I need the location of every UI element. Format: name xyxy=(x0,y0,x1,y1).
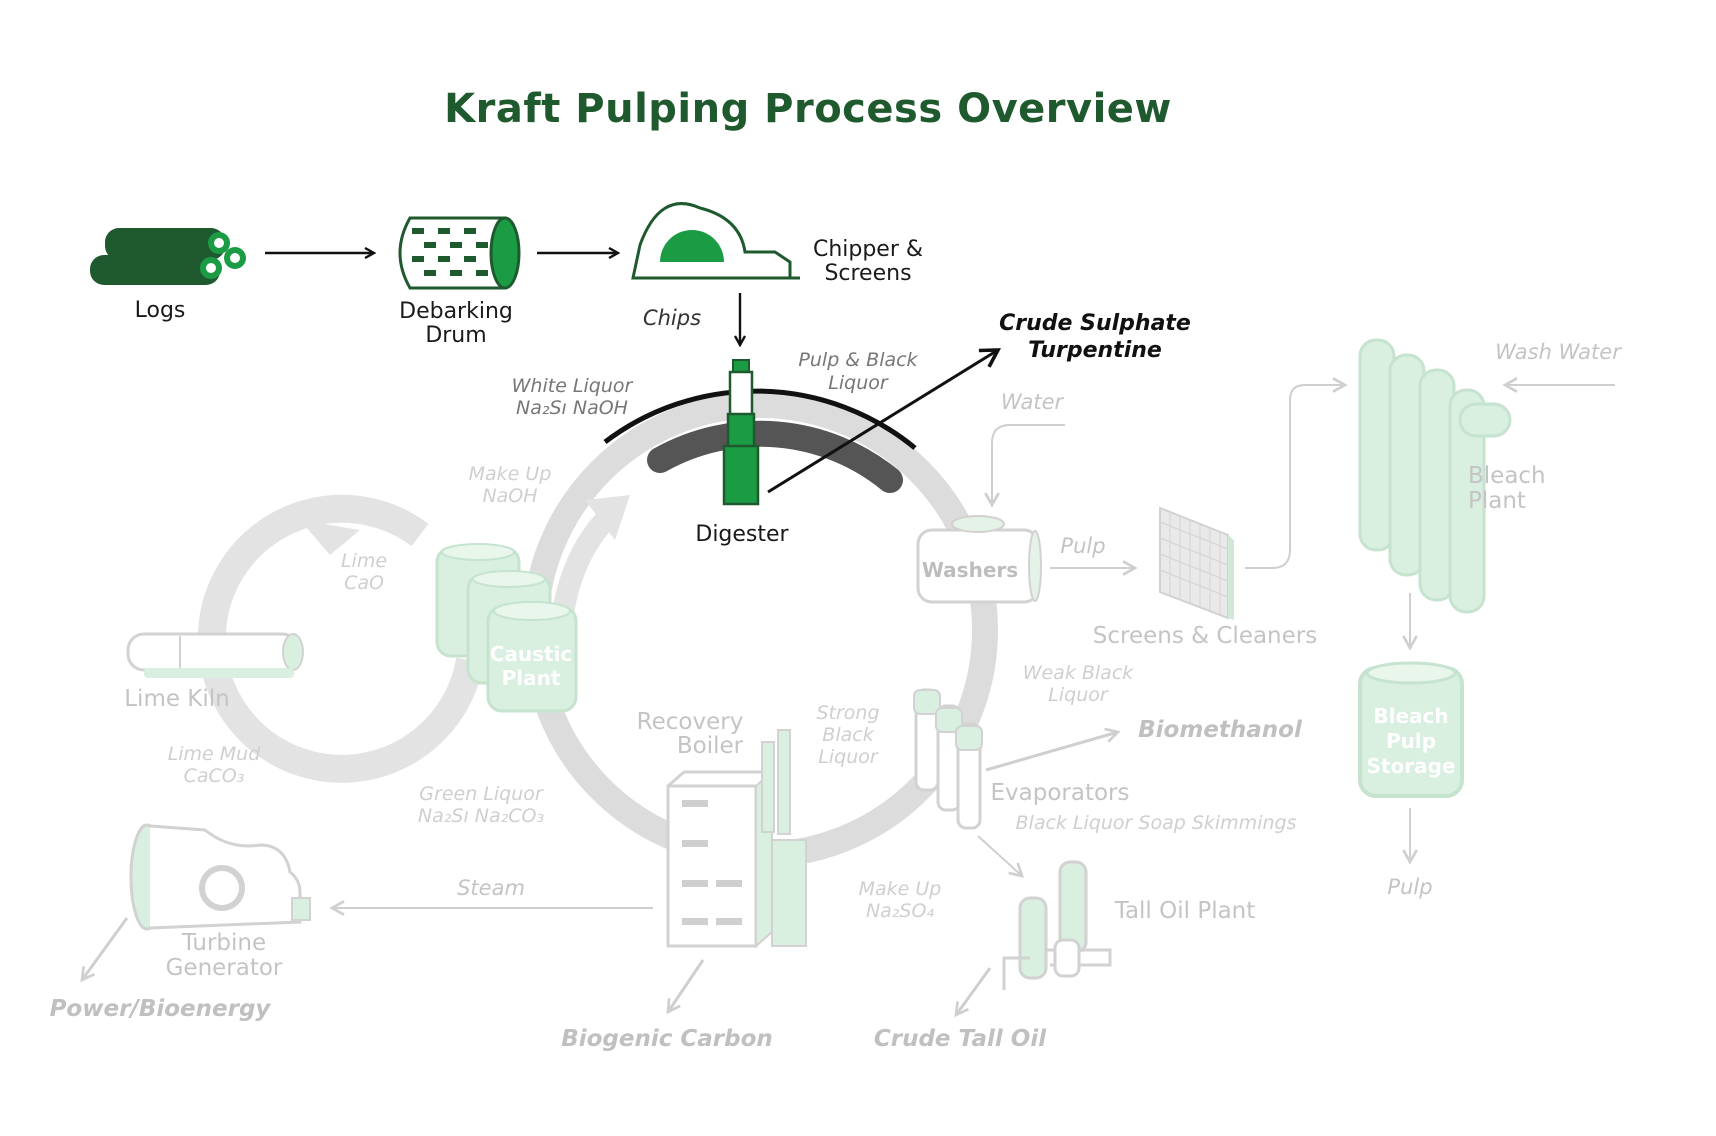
pulp-black-liquor-label-2: Liquor xyxy=(828,372,889,394)
storage-label-3: Storage xyxy=(1367,754,1456,778)
debarking-drum-icon xyxy=(398,216,521,290)
biogenic-carbon-label: Biogenic Carbon xyxy=(561,1026,773,1052)
power-arrow xyxy=(82,917,129,980)
storage-tank-icon xyxy=(1358,661,1464,798)
tall-oil-plant-label: Tall Oil Plant xyxy=(1114,898,1256,924)
make-up-naoh-label-2: NaOH xyxy=(482,485,537,507)
turbine-label-2: Generator xyxy=(166,955,283,981)
white-liquor-label-1: White Liquor xyxy=(512,375,634,397)
lime-cao-label-2: CaO xyxy=(344,572,384,594)
tall-oil-plant-icon xyxy=(1002,860,1112,990)
screen-icon xyxy=(1159,506,1234,620)
digester-label: Digester xyxy=(695,522,789,547)
weak-black-liquor-label-2: Liquor xyxy=(1048,684,1109,706)
turbine-label-1: Turbine xyxy=(181,930,266,956)
biogenic-carbon-arrow xyxy=(668,959,705,1012)
chips-label: Chips xyxy=(643,306,701,330)
recovery-boiler-label-2: Boiler xyxy=(677,733,744,759)
make-up-na2so4-label-1: Make Up xyxy=(859,878,942,900)
lime-mud-label-1: Lime Mud xyxy=(168,743,262,765)
biomethanol-label: Biomethanol xyxy=(1138,717,1303,743)
turbine-icon xyxy=(129,823,311,931)
evaporators-icon xyxy=(913,688,983,830)
crude-tall-oil-label: Crude Tall Oil xyxy=(874,1026,1047,1052)
turpentine-arrow xyxy=(767,350,998,494)
caustic-label-2: Plant xyxy=(502,666,561,690)
soap-to-tall-oil-arrow xyxy=(977,835,1022,876)
recovery-boiler-icon xyxy=(666,729,807,949)
caustic-plant-icon xyxy=(435,543,578,713)
turpentine-label-2: Turpentine xyxy=(1028,338,1162,363)
wash-water-label: Wash Water xyxy=(1495,340,1622,364)
lime-kiln-icon xyxy=(126,632,304,678)
water-label: Water xyxy=(1001,390,1065,414)
power-bioenergy-label: Power/Bioenergy xyxy=(50,996,272,1022)
chipper-icon xyxy=(631,202,800,280)
debarking-label-2: Drum xyxy=(425,323,486,348)
strong-black-liquor-label-1: Strong xyxy=(816,702,879,724)
screens-cleaners-label: Screens & Cleaners xyxy=(1093,623,1317,649)
caustic-arrowhead xyxy=(585,495,630,540)
page-title: Kraft Pulping Process Overview xyxy=(444,86,1172,132)
green-liquor-label-1: Green Liquor xyxy=(419,783,544,805)
lime-cycle-loop xyxy=(197,494,484,783)
strong-black-liquor-label-3: Liquor xyxy=(818,746,879,768)
steam-label: Steam xyxy=(457,876,525,900)
bleach-plant-label-1: Bleach xyxy=(1468,463,1546,489)
turpentine-label-1: Crude Sulphate xyxy=(999,311,1191,336)
pulp-from-washers-label: Pulp xyxy=(1060,534,1105,558)
lime-cao-label-1: Lime xyxy=(341,550,387,572)
evaporators-label: Evaporators xyxy=(991,780,1130,806)
lime-mud-label-2: CaCO₃ xyxy=(184,765,245,787)
chipper-label-2: Screens xyxy=(824,261,911,286)
recovery-boiler-label-1: Recovery xyxy=(637,709,744,735)
storage-label-2: Pulp xyxy=(1386,729,1436,753)
bleach-plant-icon xyxy=(1358,338,1512,614)
white-liquor-arc xyxy=(603,388,917,450)
digester-icon xyxy=(722,359,760,506)
white-liquor-label-2: Na₂Sı NaOH xyxy=(516,397,628,419)
lime-kiln-label: Lime Kiln xyxy=(124,686,230,712)
make-up-na2so4-label-2: Na₂SO₄ xyxy=(866,900,934,922)
crude-tall-oil-arrow xyxy=(956,967,992,1015)
washers-label: Washers xyxy=(922,558,1018,582)
soap-skimmings-label: Black Liquor Soap Skimmings xyxy=(1016,812,1297,834)
washer-icon xyxy=(916,515,1042,604)
black-liquor-arc xyxy=(647,420,903,493)
biomethanol-arrow xyxy=(985,732,1118,772)
strong-black-liquor-label-2: Black xyxy=(822,724,874,746)
bleach-plant-label-2: Plant xyxy=(1468,488,1526,514)
logs-label: Logs xyxy=(135,298,186,323)
storage-label-1: Bleach xyxy=(1373,704,1448,728)
pulp-black-liquor-label-1: Pulp & Black xyxy=(798,349,918,371)
debarking-label-1: Debarking xyxy=(399,299,513,324)
screens-to-bleach-arrow xyxy=(1245,385,1345,569)
pulp-out-label: Pulp xyxy=(1387,875,1432,899)
lime-cycle-arrowhead xyxy=(300,520,360,555)
water-arrow xyxy=(992,424,1065,505)
chipper-label-1: Chipper & xyxy=(813,237,923,262)
caustic-label-1: Caustic xyxy=(490,642,573,666)
green-liquor-label-2: Na₂Sı Na₂CO₃ xyxy=(418,805,544,827)
weak-black-liquor-label-1: Weak Black xyxy=(1023,662,1135,684)
make-up-naoh-label-1: Make Up xyxy=(469,463,552,485)
logs-icon xyxy=(90,228,246,285)
